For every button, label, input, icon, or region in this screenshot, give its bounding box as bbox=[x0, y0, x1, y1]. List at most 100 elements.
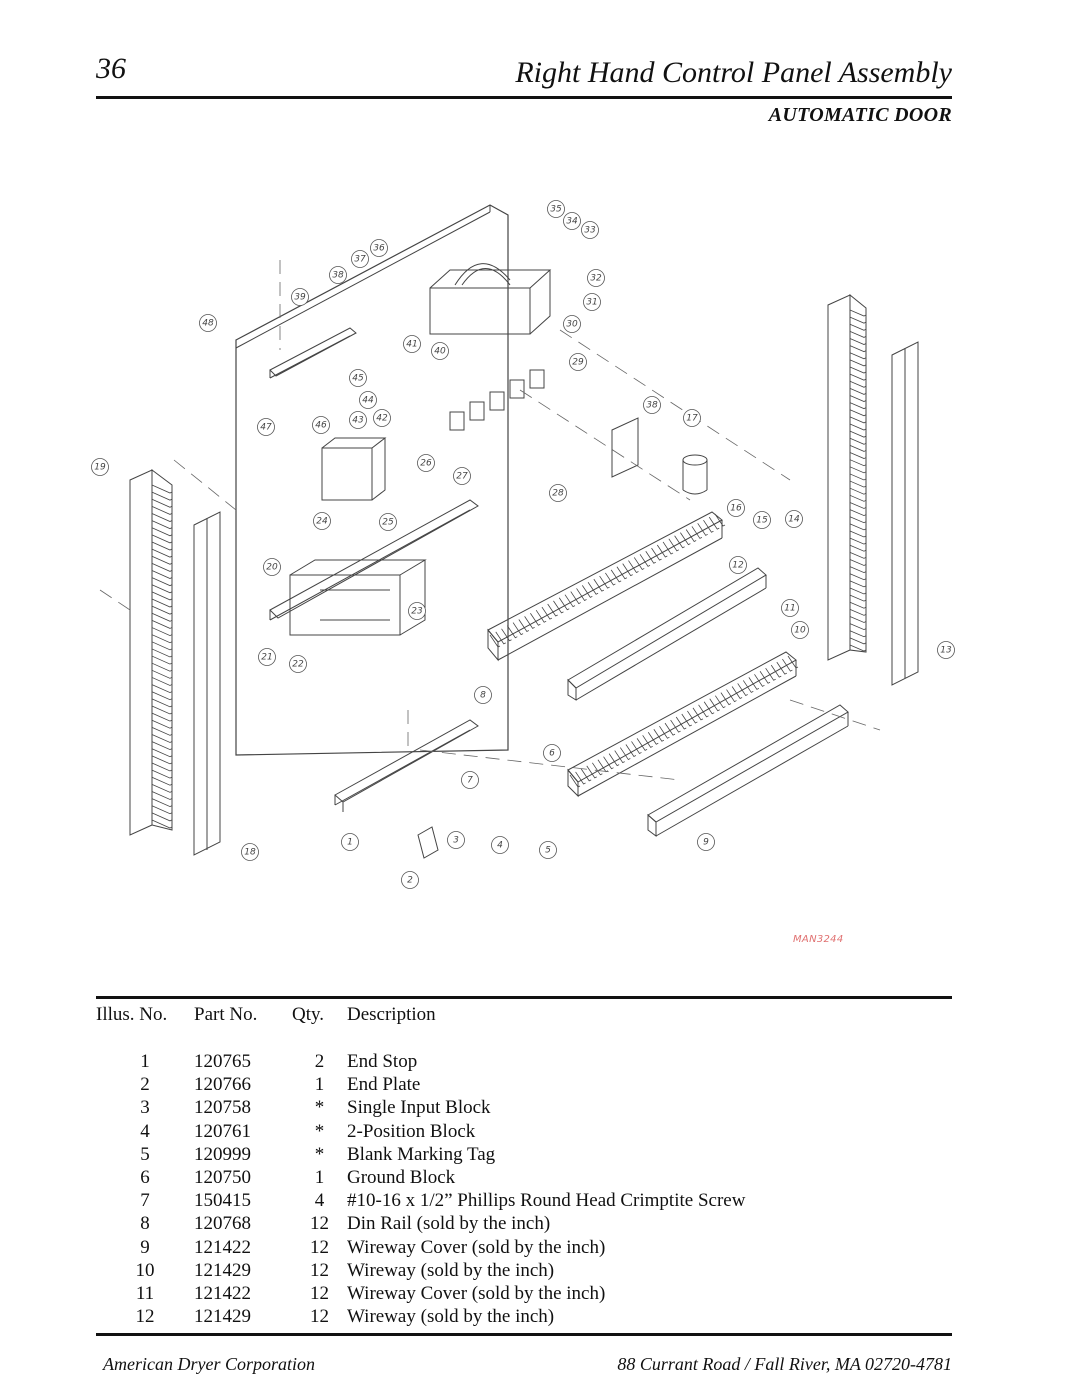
wireway-tooth bbox=[599, 575, 610, 589]
svg-text:40: 40 bbox=[434, 347, 446, 357]
wireway-tooth bbox=[691, 526, 703, 539]
row-part-no: 120765 bbox=[194, 1051, 251, 1072]
wireway-tooth bbox=[849, 480, 867, 488]
wireway-tooth bbox=[151, 662, 173, 672]
wireway-tooth bbox=[849, 423, 867, 431]
wireway-tooth bbox=[622, 563, 633, 577]
wireway-tooth bbox=[675, 716, 687, 730]
wireway-tooth bbox=[849, 587, 867, 595]
svg-text:11: 11 bbox=[784, 604, 795, 614]
wireway-tooth bbox=[849, 395, 867, 402]
wireway-tooth bbox=[151, 634, 173, 644]
wireway-tooth bbox=[647, 732, 659, 745]
wireway-tooth bbox=[603, 756, 614, 770]
svg-text:47: 47 bbox=[260, 423, 272, 433]
row-description: End Plate bbox=[347, 1074, 421, 1096]
wireway-tooth bbox=[151, 726, 173, 736]
wireway-tooth bbox=[849, 544, 867, 552]
drawing-id: MAN3244 bbox=[793, 934, 844, 945]
wireway-tooth bbox=[151, 591, 173, 601]
row-qty: 12 bbox=[310, 1283, 329, 1305]
wireway-tooth bbox=[553, 600, 564, 614]
svg-text:26: 26 bbox=[420, 459, 432, 469]
wireway-tooth bbox=[680, 532, 691, 546]
wireway-tooth bbox=[151, 570, 173, 579]
capacitor bbox=[682, 454, 708, 495]
wireway-tooth bbox=[849, 559, 867, 566]
wireway-tooth bbox=[849, 630, 867, 638]
callout-12: 12 bbox=[729, 556, 747, 574]
wireway-tooth bbox=[151, 684, 173, 694]
wireway-tooth bbox=[651, 547, 662, 561]
wireway-tooth bbox=[714, 513, 726, 527]
row-description: Wireway Cover (sold by the inch) bbox=[347, 1236, 606, 1258]
wireway-tooth bbox=[849, 644, 867, 652]
svg-text:1: 1 bbox=[347, 838, 353, 848]
svg-text:25: 25 bbox=[382, 518, 394, 528]
callout-17: 17 bbox=[683, 409, 701, 427]
wireway-tooth bbox=[849, 366, 867, 374]
wireway-tooth bbox=[575, 771, 586, 785]
callout-26: 26 bbox=[417, 454, 435, 472]
svg-text:16: 16 bbox=[730, 504, 742, 514]
header-part-no: Part No. bbox=[194, 1004, 258, 1025]
callout-6: 6 bbox=[543, 744, 561, 762]
svg-text:9: 9 bbox=[703, 838, 709, 848]
svg-text:38: 38 bbox=[646, 401, 658, 411]
callout-25: 25 bbox=[379, 513, 397, 531]
wireway-tooth bbox=[849, 637, 867, 645]
page-title: Right Hand Control Panel Assembly bbox=[515, 56, 952, 89]
svg-text:3: 3 bbox=[453, 836, 459, 846]
svg-text:10: 10 bbox=[794, 626, 806, 636]
row-qty: 12 bbox=[310, 1306, 329, 1328]
wireway-tooth bbox=[605, 572, 616, 586]
callout-8: 8 bbox=[474, 686, 492, 704]
svg-text:22: 22 bbox=[292, 660, 304, 670]
callout-10: 10 bbox=[791, 621, 809, 639]
right-wireway bbox=[827, 293, 867, 661]
wireway-tooth bbox=[642, 735, 653, 748]
wireway-tooth bbox=[151, 506, 173, 515]
wireway-tooth bbox=[151, 812, 173, 822]
row-illus-no: 1 bbox=[140, 1051, 150, 1072]
wireway-tooth bbox=[849, 516, 867, 524]
wireway-tooth bbox=[668, 538, 680, 552]
wireway-tooth bbox=[715, 695, 726, 709]
callout-7: 7 bbox=[461, 771, 479, 789]
wireway-tooth bbox=[849, 338, 867, 345]
svg-text:20: 20 bbox=[266, 563, 278, 573]
wireway-tooth bbox=[151, 734, 173, 743]
row-illus-no: 8 bbox=[140, 1213, 150, 1235]
wireway-tooth bbox=[849, 445, 867, 452]
wireway-tooth bbox=[151, 563, 173, 572]
wireway-tooth bbox=[656, 544, 668, 558]
svg-text:15: 15 bbox=[756, 516, 768, 526]
wireway-tooth bbox=[151, 677, 173, 686]
row-part-no: 120768 bbox=[194, 1213, 251, 1235]
callout-47: 47 bbox=[257, 418, 275, 436]
wireway-tooth bbox=[639, 554, 651, 567]
callout-16: 16 bbox=[727, 499, 745, 517]
wireway-tooth bbox=[151, 698, 173, 708]
wireway-tooth bbox=[849, 409, 867, 417]
wireway-tooth bbox=[151, 520, 173, 530]
svg-text:30: 30 bbox=[566, 320, 578, 330]
row-illus-no: 3 bbox=[140, 1097, 150, 1119]
wireway-tooth bbox=[782, 658, 793, 672]
wireway-tooth bbox=[151, 484, 173, 494]
callout-18: 18 bbox=[241, 843, 259, 861]
wireway-tooth bbox=[151, 598, 173, 608]
wireway-tooth bbox=[151, 655, 173, 665]
svg-text:29: 29 bbox=[572, 358, 584, 368]
wireway-tooth bbox=[547, 603, 558, 617]
svg-text:41: 41 bbox=[406, 340, 417, 350]
wireway-tooth bbox=[151, 584, 173, 594]
callout-11: 11 bbox=[781, 599, 799, 617]
svg-text:8: 8 bbox=[480, 691, 486, 701]
bracket bbox=[611, 417, 639, 478]
